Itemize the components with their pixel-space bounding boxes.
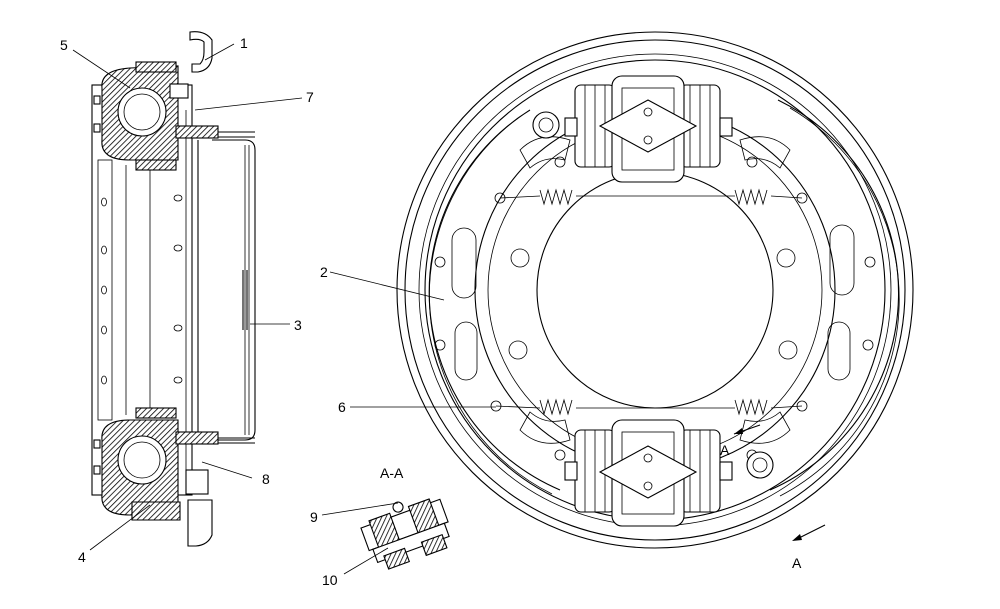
callout-8: 8	[262, 471, 270, 487]
bolt-holes	[434, 156, 876, 461]
callout-5: 5	[60, 37, 68, 53]
return-hook-upper	[189, 31, 213, 73]
side-view	[91, 31, 256, 547]
front-view	[396, 31, 914, 549]
callout-7: 7	[306, 89, 314, 105]
drum-outer-ring	[396, 31, 914, 549]
drum-lining-side	[212, 139, 256, 441]
return-springs	[490, 188, 808, 416]
center-bore	[536, 171, 774, 409]
brake-shoe-right	[769, 99, 900, 491]
callout-6: 6	[338, 399, 346, 415]
section-title: A-A	[380, 465, 404, 481]
section-marker-a	[733, 424, 826, 541]
callout-2: 2	[320, 264, 328, 280]
callout-4: 4	[78, 549, 86, 565]
anchor-pin-lower-right	[746, 451, 774, 479]
callout-9: 9	[310, 509, 318, 525]
section-marker-label-lower: A	[792, 555, 802, 571]
lightening-slots	[451, 136, 855, 444]
anchor-pin-upper-left	[532, 111, 560, 139]
callout-1: 1	[240, 35, 248, 51]
wheel-cylinder-lower	[564, 419, 733, 527]
return-hook-lower	[187, 499, 213, 547]
callout-10: 10	[322, 572, 338, 588]
wheel-cylinder-upper	[564, 75, 733, 183]
upper-anchor-section	[93, 61, 255, 171]
mounting-holes	[101, 194, 183, 385]
callout-labels: 1 2 3 4 5 6 7 8 9 10 A-A A A	[60, 35, 802, 588]
lower-anchor-section	[93, 407, 255, 516]
callout-3: 3	[294, 317, 302, 333]
leader-lines	[72, 43, 496, 575]
section-aa-detail	[360, 498, 450, 570]
section-marker-label-upper: A	[720, 442, 730, 458]
